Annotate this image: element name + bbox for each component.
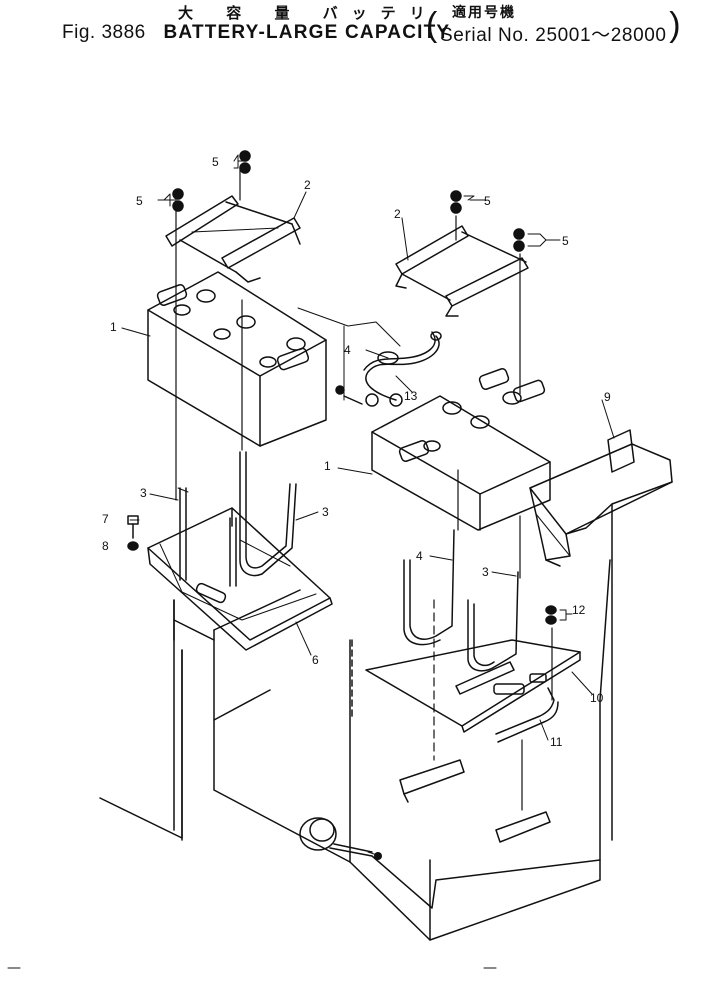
figure-title: BATTERY-LARGE CAPACITY — [163, 22, 451, 43]
serial-text: Serial No. 25001～28000 — [440, 25, 667, 46]
battery-cover — [529, 429, 673, 567]
japanese-applicable-models: 適用号機 — [452, 5, 516, 21]
battery-switch-knob — [299, 817, 373, 857]
callout-1a: 1 — [110, 320, 117, 334]
figure-number: Fig. 3886 — [62, 22, 146, 43]
nut-set-5a — [239, 150, 251, 174]
long-bolt-lines — [175, 167, 553, 811]
callout-13: 13 — [404, 389, 418, 403]
nut-set-5c — [450, 190, 462, 214]
callout-10: 10 — [590, 691, 604, 705]
battery-hold-bracket-right — [395, 225, 529, 317]
nut-set-5d — [513, 228, 525, 252]
callout-5d: 5 — [562, 234, 569, 248]
bolt-7 — [127, 515, 139, 539]
callout-12: 12 — [572, 603, 586, 617]
mounting-guide-lines — [297, 307, 401, 401]
machine-frame — [99, 559, 613, 941]
close-paren: ) — [669, 6, 681, 44]
nut-set-5b — [172, 188, 184, 212]
callout-2a: 2 — [304, 178, 311, 192]
washer-8 — [127, 541, 139, 551]
figure-caption: Fig. 3886 BATTERY-LARGE CAPACITY — [62, 22, 450, 44]
callout-5b: 5 — [136, 194, 143, 208]
callout-8: 8 — [102, 539, 109, 553]
callout-3a: 3 — [140, 486, 147, 500]
battery-tray-left — [147, 507, 333, 651]
open-paren: ( — [426, 6, 438, 44]
j-bolt-right-4 — [403, 529, 455, 646]
callout-3c: 3 — [482, 565, 489, 579]
j-bolt-left-rear — [239, 451, 297, 577]
callout-2b: 2 — [394, 207, 401, 221]
battery-plate-right — [365, 639, 581, 733]
callout-1b: 1 — [324, 459, 331, 473]
hold-rod-11 — [495, 687, 559, 743]
frame-bracket-left — [399, 759, 465, 803]
callout-7: 7 — [102, 512, 109, 526]
japanese-title: 大 容 量 バッテリ — [178, 4, 439, 22]
callout-6: 6 — [312, 653, 319, 667]
ground-terminal-dot — [374, 852, 382, 860]
nut-12 — [545, 605, 557, 625]
figure-header: 大 容 量 バッテリ 適用号機 Fig. 3886 BATTERY-LARGE … — [0, 0, 720, 56]
callout-5a: 5 — [212, 155, 219, 169]
j-bolt-left-middle — [229, 517, 237, 587]
serial-range: ( Serial No. 25001～28000 ) — [426, 6, 681, 47]
grounding-cable — [371, 855, 601, 909]
callout-4a: 4 — [344, 343, 351, 357]
callout-11: 11 — [550, 735, 563, 749]
callout-4b: 4 — [416, 549, 423, 563]
callout-5c: 5 — [484, 194, 491, 208]
frame-bracket-right — [495, 811, 551, 843]
callout-labels: 5 5 2 5 5 2 1 4 13 1 9 3 3 7 8 4 3 12 6 … — [102, 155, 611, 749]
battery-right — [371, 368, 551, 531]
leader-lines — [121, 154, 615, 857]
callout-9: 9 — [604, 390, 611, 404]
j-bolt-left-front — [177, 487, 189, 581]
terminal-nut — [335, 385, 363, 405]
battery-hold-bracket-left — [165, 195, 301, 283]
battery-connecting-cable — [363, 331, 442, 407]
callout-3b: 3 — [322, 505, 329, 519]
j-bolt-right-3 — [467, 571, 519, 672]
battery-left — [147, 271, 327, 447]
